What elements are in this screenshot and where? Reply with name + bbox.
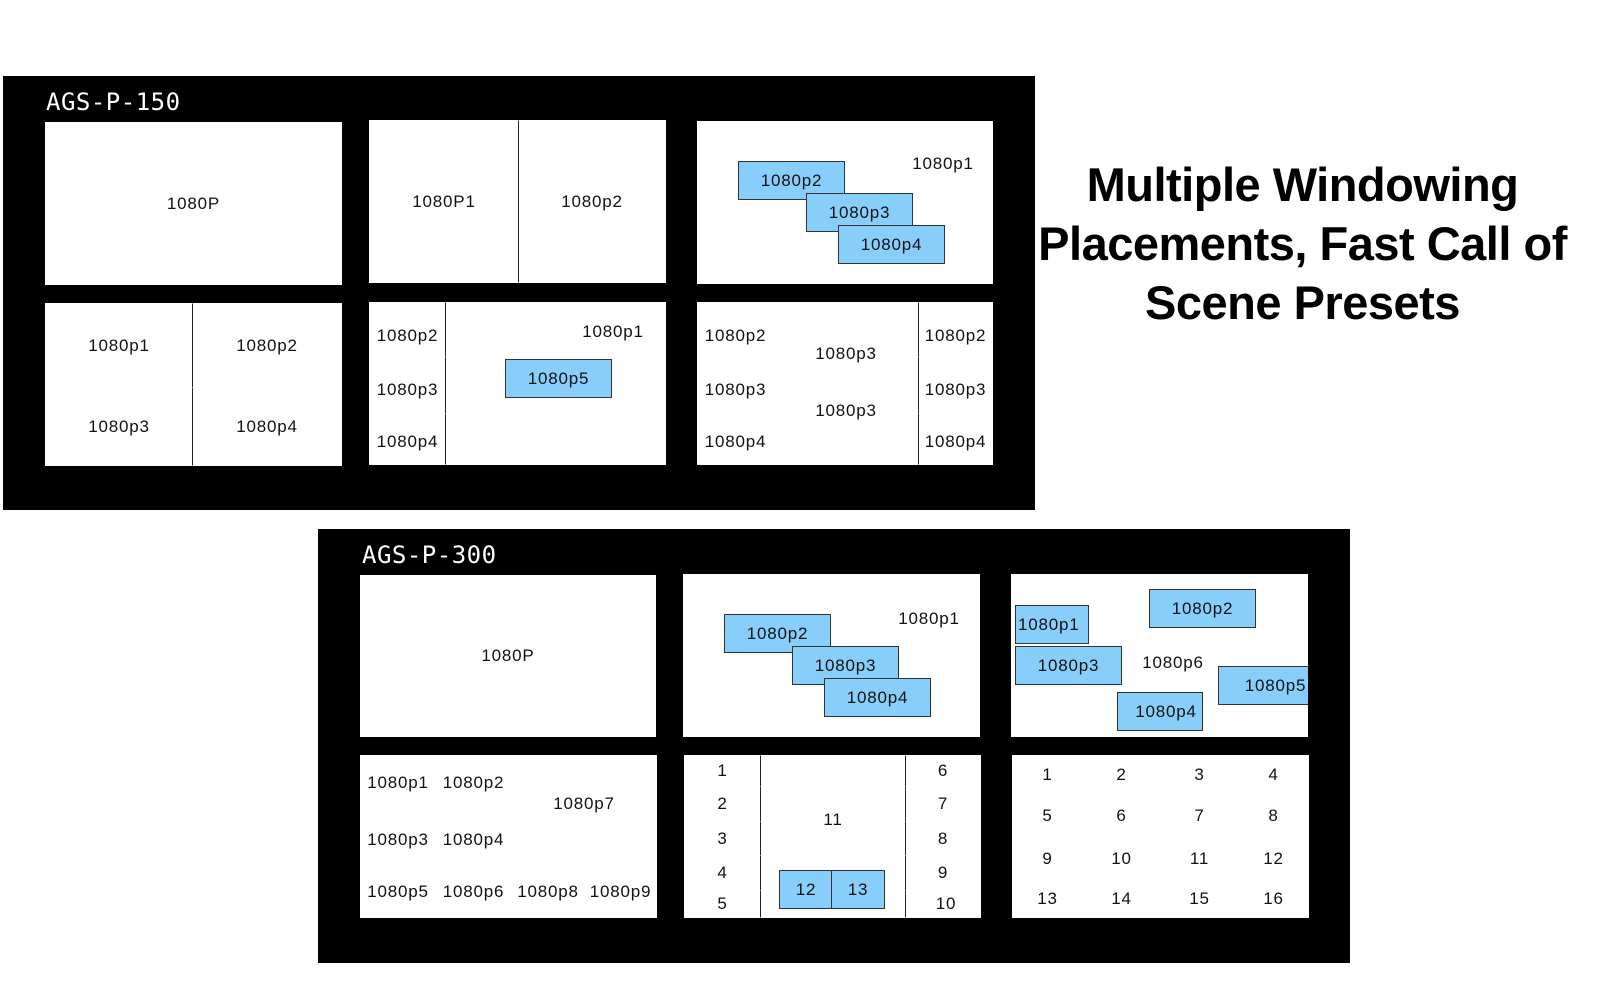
headline: Multiple Windowing Placements, Fast Call… <box>1030 155 1575 332</box>
preset-dual-split[interactable]: 1080P1 1080p2 <box>369 120 666 283</box>
preset-left-column-pip[interactable]: 1080p2 1080p3 1080p4 1080p1 1080p5 <box>369 302 666 465</box>
grid-cell: 1 <box>1012 755 1083 795</box>
window-3: 1080p3 <box>360 809 436 867</box>
window-6: 1080p6 <box>435 866 512 918</box>
window-4: 4 <box>684 855 761 891</box>
window-8: 8 <box>905 821 981 856</box>
window-5: 5 <box>684 890 761 918</box>
grid-cell: 4 <box>1238 755 1309 795</box>
panel-title: AGS-P-150 <box>46 88 181 116</box>
window-11-label: 11 <box>823 810 843 829</box>
grid-cell: 14 <box>1082 880 1161 918</box>
window-top-right: 1080p2 <box>192 303 342 388</box>
grid-cell: 16 <box>1238 880 1309 918</box>
window-left-3: 1080p4 <box>697 413 774 465</box>
grid-cell: 7 <box>1160 794 1239 838</box>
grid-cell: 8 <box>1238 794 1309 838</box>
background-window-label: 1080p1 <box>898 609 960 628</box>
grid-cell: 6 <box>1082 794 1161 838</box>
window-1: 1080p1 <box>360 755 436 810</box>
window-left-2: 1080p3 <box>369 356 446 414</box>
window-top-left: 1080p1 <box>45 303 193 388</box>
window-right-3: 1080p4 <box>918 413 993 465</box>
overlay-window: 1080p2 <box>1149 589 1256 628</box>
window-right-1: 1080p2 <box>918 302 993 357</box>
preset-sixteen-grid[interactable]: 1 2 3 4 5 6 7 8 9 10 11 12 13 14 15 16 <box>1012 755 1309 918</box>
preset-cascade-overlay[interactable]: 1080p1 1080p2 1080p3 1080p4 <box>697 121 993 284</box>
window-4: 1080p4 <box>435 809 512 867</box>
window-6: 6 <box>905 755 981 787</box>
overlay-window: 1080p4 <box>838 225 945 264</box>
preset-free-placement[interactable]: 1080p6 1080p1 1080p2 1080p3 1080p4 1080p… <box>1011 574 1308 737</box>
overlay-window: 1080p3 <box>1015 646 1122 685</box>
window-9: 9 <box>905 855 981 891</box>
panel-title: AGS-P-300 <box>362 541 497 569</box>
grid-cell: 12 <box>1238 837 1309 881</box>
pip-window: 1080p5 <box>505 359 612 398</box>
ags-p-150-panel: AGS-P-150 1080P 1080P1 1080p2 1080p1 108… <box>3 76 1035 510</box>
grid-cell: 15 <box>1160 880 1239 918</box>
grid-cell: 9 <box>1012 837 1083 881</box>
window-full: 1080P <box>360 575 656 737</box>
window-8: 1080p8 <box>511 866 585 918</box>
window-10: 10 <box>905 890 981 918</box>
preset-cascade-overlay[interactable]: 1080p1 1080p2 1080p3 1080p4 <box>683 574 980 737</box>
window-7-large: 1080p7 <box>511 755 657 867</box>
window-full: 1080P <box>45 122 342 285</box>
ags-p-300-panel: AGS-P-300 1080P 1080p1 1080p2 1080p3 108… <box>318 529 1350 963</box>
window-bottom-left: 1080p3 <box>45 387 193 466</box>
headline-line-1: Multiple Windowing <box>1086 158 1519 211</box>
window-3: 3 <box>684 821 761 856</box>
window-1: 1 <box>684 755 761 787</box>
grid-cell: 10 <box>1082 837 1161 881</box>
preset-nine-window[interactable]: 1080p1 1080p2 1080p3 1080p4 1080p7 1080p… <box>360 755 657 918</box>
window-left-1: 1080p2 <box>697 302 774 357</box>
window-9: 1080p9 <box>584 866 657 918</box>
window-left-3: 1080p4 <box>369 413 446 465</box>
window-left-1: 1080p2 <box>369 302 446 357</box>
preset-single-window[interactable]: 1080P <box>45 122 342 285</box>
window-left: 1080P1 <box>369 120 519 283</box>
window-center-top: 1080p3 <box>773 302 919 384</box>
background-window-label: 1080p6 <box>1142 653 1204 672</box>
overlay-window: 1080p2 <box>738 161 845 200</box>
window-7: 7 <box>905 786 981 822</box>
preset-quad-split[interactable]: 1080p1 1080p2 1080p3 1080p4 <box>45 303 342 466</box>
preset-triple-column[interactable]: 1080p2 1080p3 1080p4 1080p3 1080p3 1080p… <box>697 302 993 465</box>
overlay-window: 1080p5 <box>1218 666 1308 705</box>
overlay-window: 1080p4 <box>824 678 931 717</box>
overlay-window: 1080p1 <box>1015 605 1089 644</box>
window-right: 1080p2 <box>518 120 666 283</box>
preset-thirteen-window[interactable]: 1 2 3 4 5 11 12 13 6 7 8 9 10 <box>684 755 981 918</box>
window-left-2: 1080p3 <box>697 356 774 414</box>
overlay-window: 1080p4 <box>1117 692 1203 731</box>
grid-cell: 3 <box>1160 755 1239 795</box>
headline-line-2: Placements, Fast Call of <box>1038 217 1567 270</box>
grid-cell: 13 <box>1012 880 1083 918</box>
pip-window-12: 12 <box>779 870 833 909</box>
window-right-2: 1080p3 <box>918 356 993 414</box>
pip-window-13: 13 <box>831 870 885 909</box>
main-window-label: 1080p1 <box>582 322 644 341</box>
window-2: 1080p2 <box>435 755 512 810</box>
window-center-bottom: 1080p3 <box>773 383 919 465</box>
background-window-label: 1080p1 <box>912 154 974 173</box>
window-bottom-right: 1080p4 <box>192 387 342 466</box>
grid-cell: 2 <box>1082 755 1161 795</box>
window-2: 2 <box>684 786 761 822</box>
grid-cell: 11 <box>1160 837 1239 881</box>
preset-single-window[interactable]: 1080P <box>360 575 656 737</box>
headline-line-3: Scene Presets <box>1145 276 1460 329</box>
window-5: 1080p5 <box>360 866 436 918</box>
grid-cell: 5 <box>1012 794 1083 838</box>
